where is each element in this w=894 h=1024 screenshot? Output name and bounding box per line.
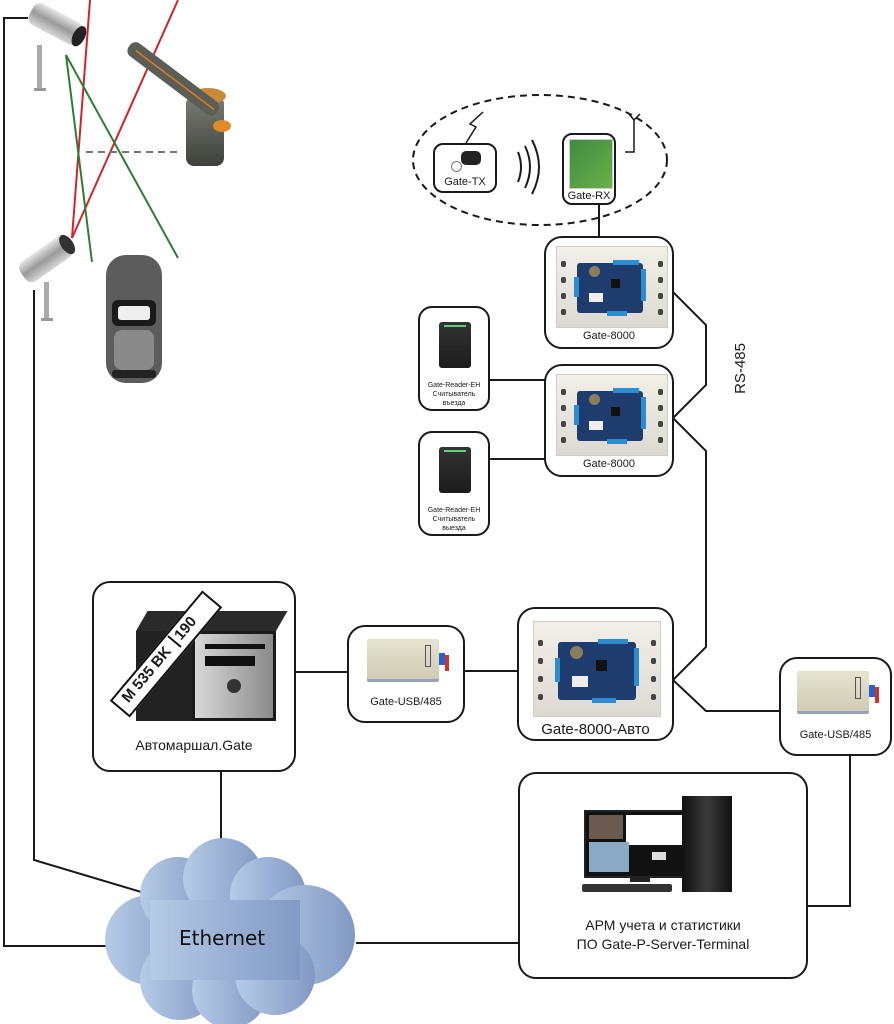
reader-entry-model: Gate-Reader-EH	[427, 382, 481, 389]
wireless-zone	[412, 94, 668, 226]
tx-antenna-icon	[465, 111, 484, 144]
node-usb485-right[interactable]: Gate-USB/485	[779, 657, 892, 756]
converter-box-icon	[367, 639, 449, 679]
converter-box-icon	[797, 671, 879, 711]
rs485-label: RS-485	[731, 343, 749, 394]
radio-waves-icon	[517, 139, 540, 195]
camera-field-of-view	[65, 0, 180, 263]
node-gate-8000-mid[interactable]: Gate-8000	[544, 364, 674, 477]
node-gate-rx[interactable]: Gate-RX	[562, 133, 616, 205]
node-gate-8000-top[interactable]: Gate-8000	[544, 236, 674, 349]
usb485-right-label: Gate-USB/485	[799, 729, 872, 741]
node-reader-exit[interactable]: Gate-Reader-EH Считыватель выезда	[418, 431, 490, 536]
camera-bottom	[19, 234, 76, 321]
workstation-software: ПО Gate-P-Server-Terminal	[576, 936, 750, 952]
connection-lines	[3, 17, 851, 947]
gate-8000-top-label: Gate-8000	[583, 330, 635, 342]
gate-tx-label: Gate-TX	[444, 176, 486, 188]
camera-top	[28, 3, 87, 91]
node-usb485-left[interactable]: Gate-USB/485	[347, 625, 465, 723]
ethernet-cloud	[105, 838, 355, 1024]
car	[106, 255, 162, 383]
wire-usb485-workstation	[807, 755, 851, 907]
reader-exit-direction: выезда	[442, 525, 466, 532]
card-reader-icon	[439, 447, 471, 493]
node-reader-entry[interactable]: Gate-Reader-EH Считыватель въезда	[418, 306, 490, 411]
node-gate-tx[interactable]: Gate-TX	[433, 143, 497, 193]
controller-board-icon	[533, 621, 661, 717]
wire-camera-bottom-ethernet	[33, 290, 159, 898]
rx-antenna-icon	[625, 120, 635, 153]
reader-entry-direction: въезда	[442, 400, 466, 407]
wire-camera-top-ethernet	[3, 17, 108, 947]
receiver-board-icon	[569, 139, 613, 189]
remote-keyfob-icon	[461, 151, 481, 165]
reader-exit-model: Gate-Reader-EH	[427, 507, 481, 514]
node-automarshal[interactable]: M 535 BK 190 Автомаршал.Gate	[92, 581, 296, 772]
controller-board-icon	[556, 374, 668, 456]
node-gate-8000-auto[interactable]: Gate-8000-Авто	[517, 607, 674, 741]
controller-board-icon	[556, 246, 668, 328]
usb485-left-label: Gate-USB/485	[370, 696, 442, 708]
desktop-computer-icon	[582, 796, 742, 896]
reader-entry-type: Считыватель	[432, 391, 476, 398]
rs485-bus	[671, 291, 780, 712]
workstation-title: АРМ учета и статистики	[585, 917, 741, 933]
automarshal-label: Автомаршал.Gate	[135, 737, 253, 753]
card-reader-icon	[439, 322, 471, 368]
gate-8000-mid-label: Gate-8000	[583, 458, 635, 470]
ethernet-label: Ethernet	[179, 926, 266, 950]
reader-exit-type: Считыватель	[432, 516, 476, 523]
gate-rx-label: Gate-RX	[567, 190, 611, 202]
gate-8000-auto-label: Gate-8000-Авто	[541, 721, 650, 738]
boom-barrier	[127, 42, 231, 166]
node-workstation[interactable]: АРМ учета и статистики ПО Gate-P-Server-…	[518, 772, 808, 979]
